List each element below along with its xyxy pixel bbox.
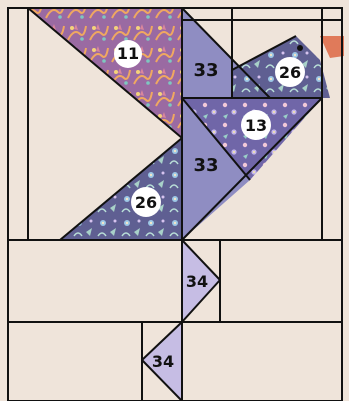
piece-33-bottom-number: 33 bbox=[193, 155, 218, 176]
piece-11-number: 11 bbox=[117, 44, 139, 63]
piece-34-lower-number: 34 bbox=[152, 352, 174, 371]
piece-34-upper-number: 34 bbox=[186, 272, 208, 291]
piece-13-number: 13 bbox=[245, 116, 267, 135]
label-piece-26-wing: 26 bbox=[131, 187, 161, 217]
label-piece-33-top: 33 bbox=[193, 60, 218, 81]
label-piece-26-head: 26 bbox=[275, 57, 305, 87]
label-piece-34-lower: 34 bbox=[152, 352, 174, 371]
label-piece-13: 13 bbox=[241, 110, 271, 140]
piece-26-head-number: 26 bbox=[279, 63, 301, 82]
piece-33-top-number: 33 bbox=[193, 60, 218, 81]
head-eye-dot bbox=[297, 45, 303, 51]
label-piece-11: 11 bbox=[114, 40, 142, 68]
label-piece-34-upper: 34 bbox=[186, 272, 208, 291]
label-piece-33-bottom: 33 bbox=[193, 155, 218, 176]
piece-26-wing-number: 26 bbox=[135, 193, 157, 212]
